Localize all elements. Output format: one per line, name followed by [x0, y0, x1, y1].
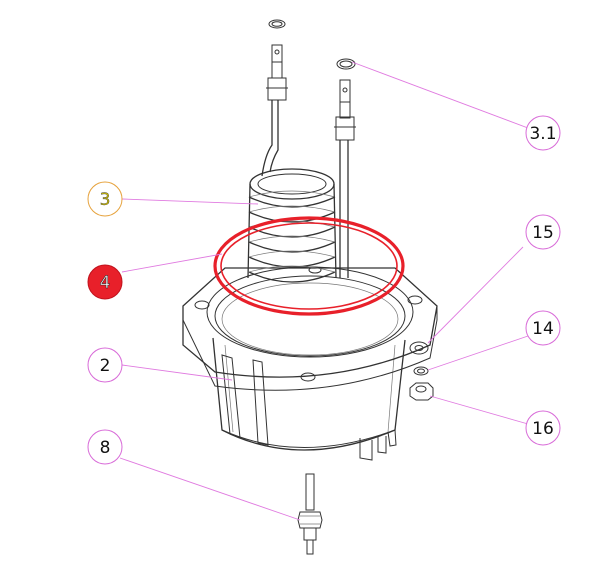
- coil-turn: [248, 211, 336, 223]
- callout-label: 2: [100, 356, 111, 376]
- callout-label: 3: [100, 190, 111, 210]
- coil-turn-back: [248, 235, 336, 243]
- callout-circle: [525, 310, 561, 346]
- callout-label: 8: [100, 438, 111, 458]
- coil-turn: [248, 241, 336, 253]
- gasket-ring-highlighted[interactable]: [213, 216, 405, 316]
- coil-turn-back: [248, 190, 336, 198]
- coil-turn: [248, 196, 336, 208]
- callout-3-1[interactable]: 3.1: [525, 115, 561, 151]
- callout-3[interactable]: 3: [87, 181, 123, 217]
- callout-circle: [525, 410, 561, 446]
- coil-turn-back: [248, 250, 336, 258]
- coil-turn: [248, 256, 336, 268]
- callout-8[interactable]: 8: [87, 429, 123, 465]
- nut-16[interactable]: [409, 382, 434, 401]
- leader-lines: [119, 61, 529, 521]
- callout-circle: [87, 429, 123, 465]
- callout-label: 3.1: [529, 124, 556, 144]
- callout-circle: [87, 264, 123, 300]
- callout-label: 14: [532, 319, 554, 339]
- callout-4[interactable]: 4: [87, 264, 123, 300]
- callout-circle: [87, 347, 123, 383]
- callout-16[interactable]: 16: [525, 410, 561, 446]
- left-terminal[interactable]: [266, 19, 288, 101]
- callout-circle: [87, 181, 123, 217]
- callout-label: 16: [532, 419, 554, 439]
- callout-15[interactable]: 15: [525, 214, 561, 250]
- callout-label: 15: [532, 223, 554, 243]
- callout-label: 4: [100, 273, 111, 293]
- coil-turn: [248, 226, 336, 238]
- probe-8[interactable]: [297, 473, 323, 555]
- callout-balloons: 3.1 3 15 4 14 2 16 8: [87, 115, 561, 465]
- flange-plate[interactable]: [182, 266, 438, 391]
- spring-washer-14[interactable]: [413, 366, 429, 376]
- washer-15[interactable]: [409, 341, 429, 355]
- callout-14[interactable]: 14: [525, 310, 561, 346]
- coil-turn: [248, 271, 336, 283]
- callout-2[interactable]: 2: [87, 347, 123, 383]
- coil-turn-back: [248, 205, 336, 213]
- coil-turn-back: [248, 265, 336, 273]
- right-terminal[interactable]: [334, 58, 356, 141]
- callout-circle: [525, 214, 561, 250]
- callout-circle: [525, 115, 561, 151]
- heating-coil[interactable]: [247, 100, 349, 283]
